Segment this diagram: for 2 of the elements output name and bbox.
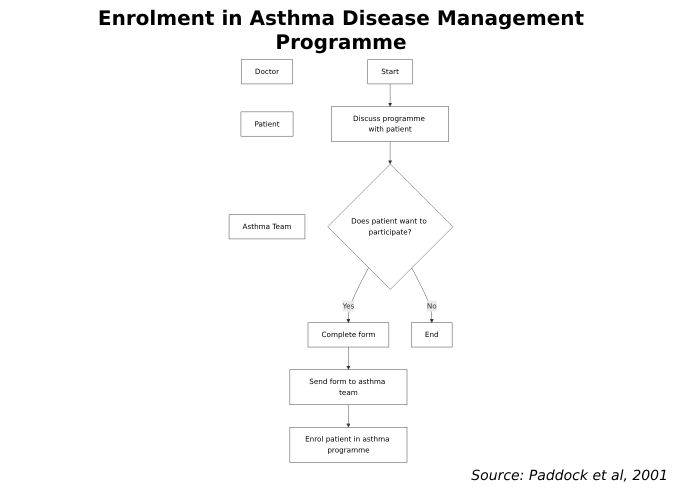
source-caption: Source: Paddock et al, 2001 bbox=[471, 468, 668, 484]
diagram-title: Enrolment in Asthma Disease Management Programme bbox=[96, 6, 586, 54]
